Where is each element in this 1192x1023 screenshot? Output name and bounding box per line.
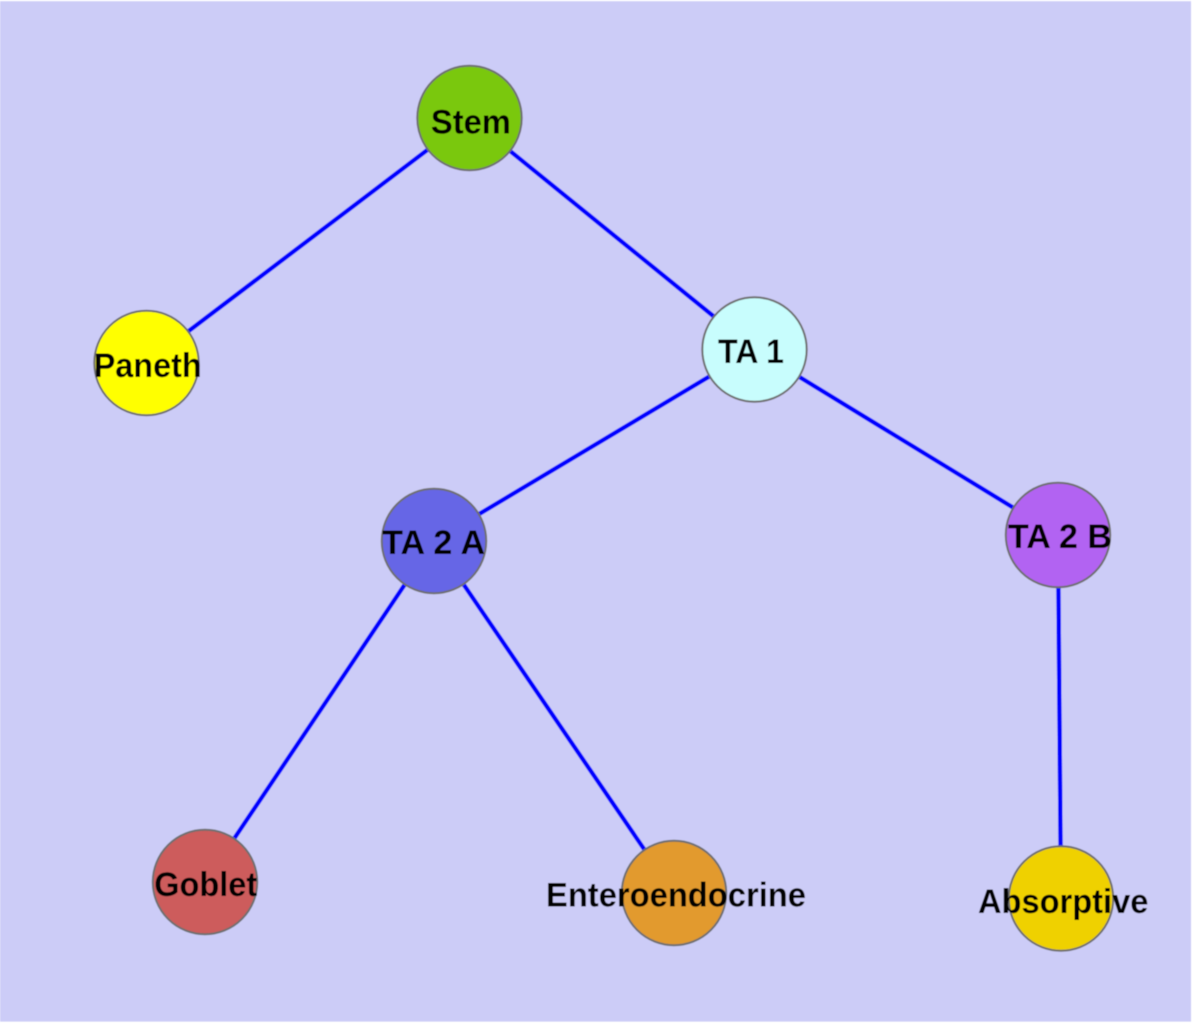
svg-text:TA 1: TA 1 [718, 333, 784, 371]
svg-text:TA 2 B: TA 2 B [1008, 518, 1112, 556]
svg-text:Stem: Stem [431, 104, 511, 142]
svg-text:TA 2 A: TA 2 A [382, 524, 485, 562]
svg-text:Enteroendocrine: Enteroendocrine [546, 877, 806, 915]
svg-text:Paneth: Paneth [94, 347, 202, 385]
svg-text:Absorptive: Absorptive [978, 883, 1149, 921]
svg-text:Goblet: Goblet [154, 866, 257, 904]
